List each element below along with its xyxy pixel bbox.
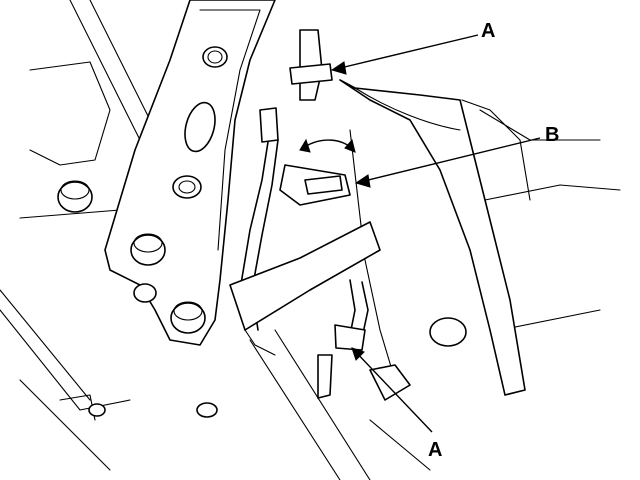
slot-hole <box>184 101 216 153</box>
callout-label-a-top: A <box>481 20 496 42</box>
round-hole <box>202 46 228 68</box>
strut-body <box>339 79 531 396</box>
round-hole <box>133 283 157 303</box>
round-hole <box>172 175 202 199</box>
callout-label-a-bottom: A <box>428 439 443 461</box>
strut-band <box>229 221 411 401</box>
callout-label-b: B <box>545 124 560 146</box>
body-panel-outlines <box>0 0 621 480</box>
hose-clip-a-top <box>289 63 333 85</box>
brake-hose <box>239 29 369 399</box>
hose-clip-a-bottom <box>334 324 366 351</box>
bolts <box>57 180 467 418</box>
leader-lines <box>330 34 541 433</box>
